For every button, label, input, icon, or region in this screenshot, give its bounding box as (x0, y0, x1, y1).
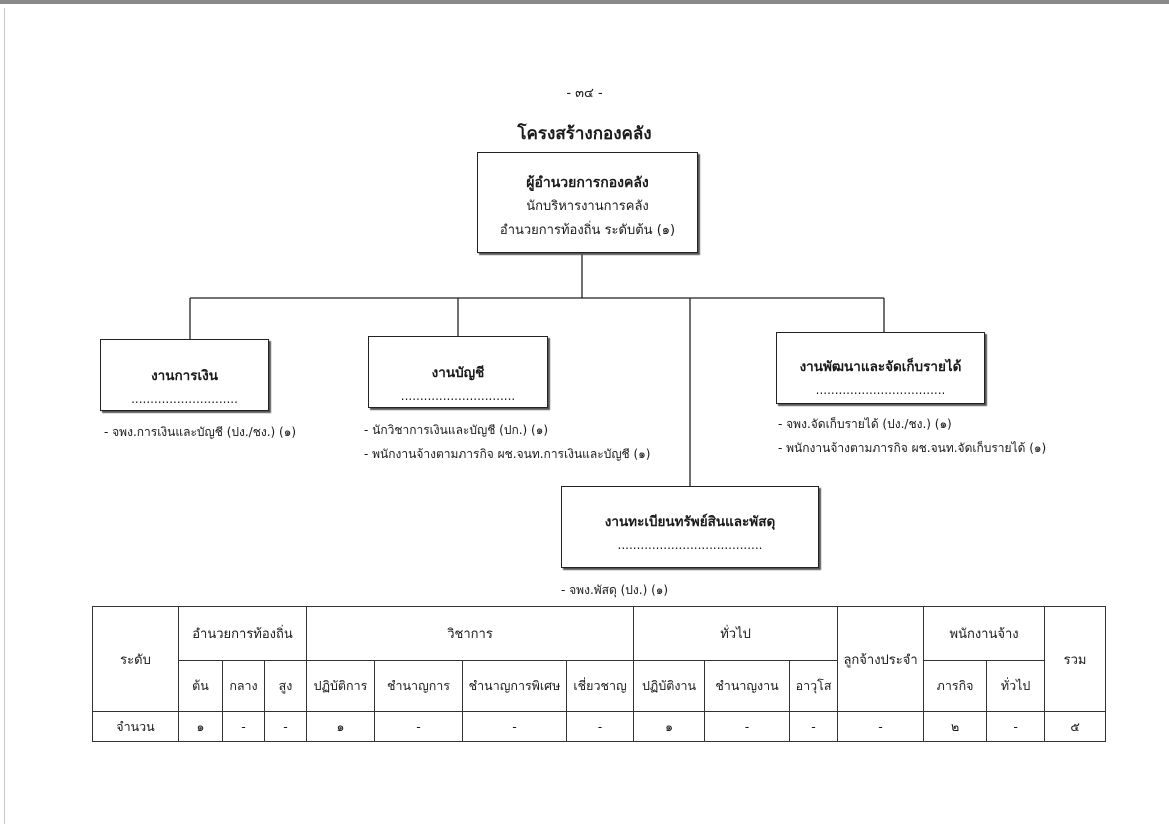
page-number: - ๓๔ - (566, 86, 603, 101)
position-summary-table: ระดับ อำนวยการท้องถิ่น วิชาการ ทั่วไป ลู… (92, 606, 1107, 742)
unit-accounting-name: งานบัญชี (431, 365, 485, 381)
unit-accounting-box: งานบัญชี .............................. (368, 336, 548, 408)
staff-item: - พนักงานจ้างตามภารกิจ ผช.จนท.การเงินและ… (364, 447, 651, 461)
count-cell: ๕ (1044, 711, 1107, 742)
subheader-cell: ต้น (178, 660, 223, 712)
header-academic: วิชาการ (306, 606, 635, 661)
unit-revenue-name: งานพัฒนาและจัดเก็บรายได้ (799, 359, 962, 375)
count-cell: - (789, 711, 839, 742)
count-cell: ๒ (923, 711, 988, 742)
subheader-cell: ชำนาญการพิเศษ (462, 660, 568, 712)
count-cell: - (704, 711, 791, 742)
header-level: ระดับ (92, 606, 179, 712)
unit-finance-name: งานการเงิน (151, 368, 218, 384)
staff-item: - จพง.การเงินและบัญชี (ปง./ชง.) (๑) (104, 425, 297, 439)
unit-asset-box: งานทะเบียนทรัพย์สินและพัสดุ ............… (561, 486, 819, 568)
subheader-cell: สูง (263, 660, 308, 712)
subheader-cell: ปฏิบัติงาน (633, 660, 706, 712)
count-cell: ๑ (633, 711, 706, 742)
count-cell: ๑ (178, 711, 223, 742)
subheader-cell: ชำนาญการ (374, 660, 464, 712)
count-cell: - (222, 711, 265, 742)
staff-item: - นักวิชาการเงินและบัญชี (ปก.) (๑) (364, 423, 549, 437)
subheader-cell: กลาง (222, 660, 265, 712)
unit-revenue-box: งานพัฒนาและจัดเก็บรายได้ ...............… (776, 332, 985, 404)
header-general: ทั่วไป (633, 606, 839, 661)
unit-asset-dots: ...................................... (617, 538, 763, 552)
count-cell: - (837, 711, 925, 742)
head-position: ผู้อำนวยการกองคลัง (526, 175, 649, 191)
staff-item: - พนักงานจ้างตามภารกิจ ผช.จนท.จัดเก็บราย… (778, 441, 1047, 455)
staff-item: - จพง.จัดเก็บรายได้ (ปง./ชง.) (๑) (778, 417, 952, 431)
subheader-cell: ชำนาญงาน (704, 660, 791, 712)
subheader-cell: ทั่วไป (986, 660, 1046, 712)
subheader-cell: อาวุโส (789, 660, 839, 712)
count-cell: - (566, 711, 635, 742)
count-cell: ๑ (306, 711, 376, 742)
count-cell: - (462, 711, 568, 742)
unit-finance-dots: ............................ (131, 392, 238, 406)
staff-item: - จพง.พัสดุ (ปง.) (๑) (561, 583, 669, 597)
count-cell: - (263, 711, 308, 742)
unit-accounting-dots: .............................. (400, 389, 516, 403)
header-employee: พนักงานจ้าง (923, 606, 1046, 661)
header-total: รวม (1044, 606, 1107, 712)
unit-finance-box: งานการเงิน ............................ (100, 339, 269, 411)
unit-revenue-dots: .................................. (815, 383, 946, 397)
scan-edge-top (0, 0, 1169, 4)
unit-asset-name: งานทะเบียนทรัพย์สินและพัสดุ (604, 514, 776, 530)
table-row: จำนวน ๑ - - ๑ - - - ๑ - - - ๒ - ๕ (92, 711, 1107, 742)
subheader-cell: เชี่ยวชาญ (566, 660, 635, 712)
asset-staff-list: - จพง.พัสดุ (ปง.) (๑) (561, 578, 668, 602)
head-of-division-box: ผู้อำนวยการกองคลัง นักบริหารงานการคลัง อ… (477, 152, 698, 253)
revenue-staff-list: - จพง.จัดเก็บรายได้ (ปง./ชง.) (๑) - พนัก… (778, 412, 1046, 460)
head-job-title: นักบริหารงานการคลัง (526, 199, 649, 214)
subheader-cell: ปฏิบัติการ (306, 660, 376, 712)
accounting-staff-list: - นักวิชาการเงินและบัญชี (ปก.) (๑) - พนั… (364, 418, 650, 466)
subheader-cell: ภารกิจ (923, 660, 988, 712)
page-title: โครงสร้างกองคลัง (517, 124, 652, 144)
count-row-label: จำนวน (92, 711, 179, 742)
finance-staff-list: - จพง.การเงินและบัญชี (ปง./ชง.) (๑) (104, 420, 296, 444)
scan-edge-left (4, 8, 5, 824)
count-cell: - (374, 711, 464, 742)
header-local-admin: อำนวยการท้องถิ่น (177, 606, 308, 661)
header-permanent: ลูกจ้างประจำ (837, 606, 925, 712)
head-level: อำนวยการท้องถิ่น ระดับต้น (๑) (499, 223, 676, 238)
count-cell: - (986, 711, 1046, 742)
